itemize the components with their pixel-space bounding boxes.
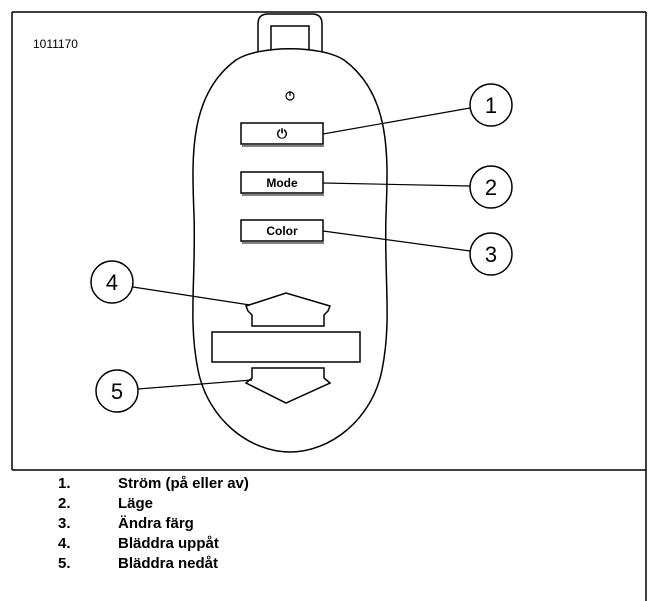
callout-3-label: 3 [485, 242, 497, 267]
key-ring-loop [257, 13, 323, 60]
legend-number: 4. [58, 535, 71, 552]
figure-id: 1011170 [33, 37, 78, 51]
legend-text: Ström (på eller av) [118, 475, 249, 492]
callout-1-label: 1 [485, 93, 497, 118]
legend-text: Läge [118, 495, 154, 512]
callout-3: 3 [469, 232, 513, 276]
callout-2: 2 [469, 165, 513, 209]
callout-5: 5 [95, 369, 139, 413]
callout-5-label: 5 [111, 379, 123, 404]
power-button[interactable]: ⏻ [240, 122, 324, 147]
legend-text: Bläddra nedåt [118, 555, 219, 572]
color-button-label: Color [266, 224, 298, 238]
legend-text: Ändra färg [118, 515, 194, 532]
legend-item-3: 3. Ändra färg [58, 514, 249, 534]
scroll-up-button[interactable] [245, 292, 332, 327]
power-indicator-icon [285, 91, 295, 101]
legend-item-4: 4. Bläddra uppåt [58, 534, 249, 554]
legend-item-1: 1. Ström (på eller av) [58, 474, 249, 494]
callout-4-label: 4 [106, 270, 118, 295]
legend-number: 2. [58, 495, 71, 512]
callout-1: 1 [469, 83, 513, 127]
legend-number: 5. [58, 555, 71, 572]
legend-text: Bläddra uppåt [118, 535, 219, 552]
scroll-down-button[interactable] [244, 367, 332, 404]
mode-button[interactable]: Mode [240, 171, 324, 196]
callout-2-label: 2 [485, 175, 497, 200]
callout-4: 4 [90, 260, 134, 304]
legend-item-5: 5. Bläddra nedåt [58, 554, 249, 574]
legend-item-2: 2. Läge [58, 494, 249, 514]
legend-number: 3. [58, 515, 71, 532]
legend-number: 1. [58, 475, 71, 492]
color-button[interactable]: Color [240, 219, 324, 244]
legend-list: 1. Ström (på eller av) 2. Läge 3. Ändra fär… [58, 474, 249, 574]
mode-button-label: Mode [266, 176, 298, 190]
leader-lines [132, 107, 471, 390]
power-icon: ⏻ [277, 126, 288, 141]
center-bar [211, 331, 361, 363]
